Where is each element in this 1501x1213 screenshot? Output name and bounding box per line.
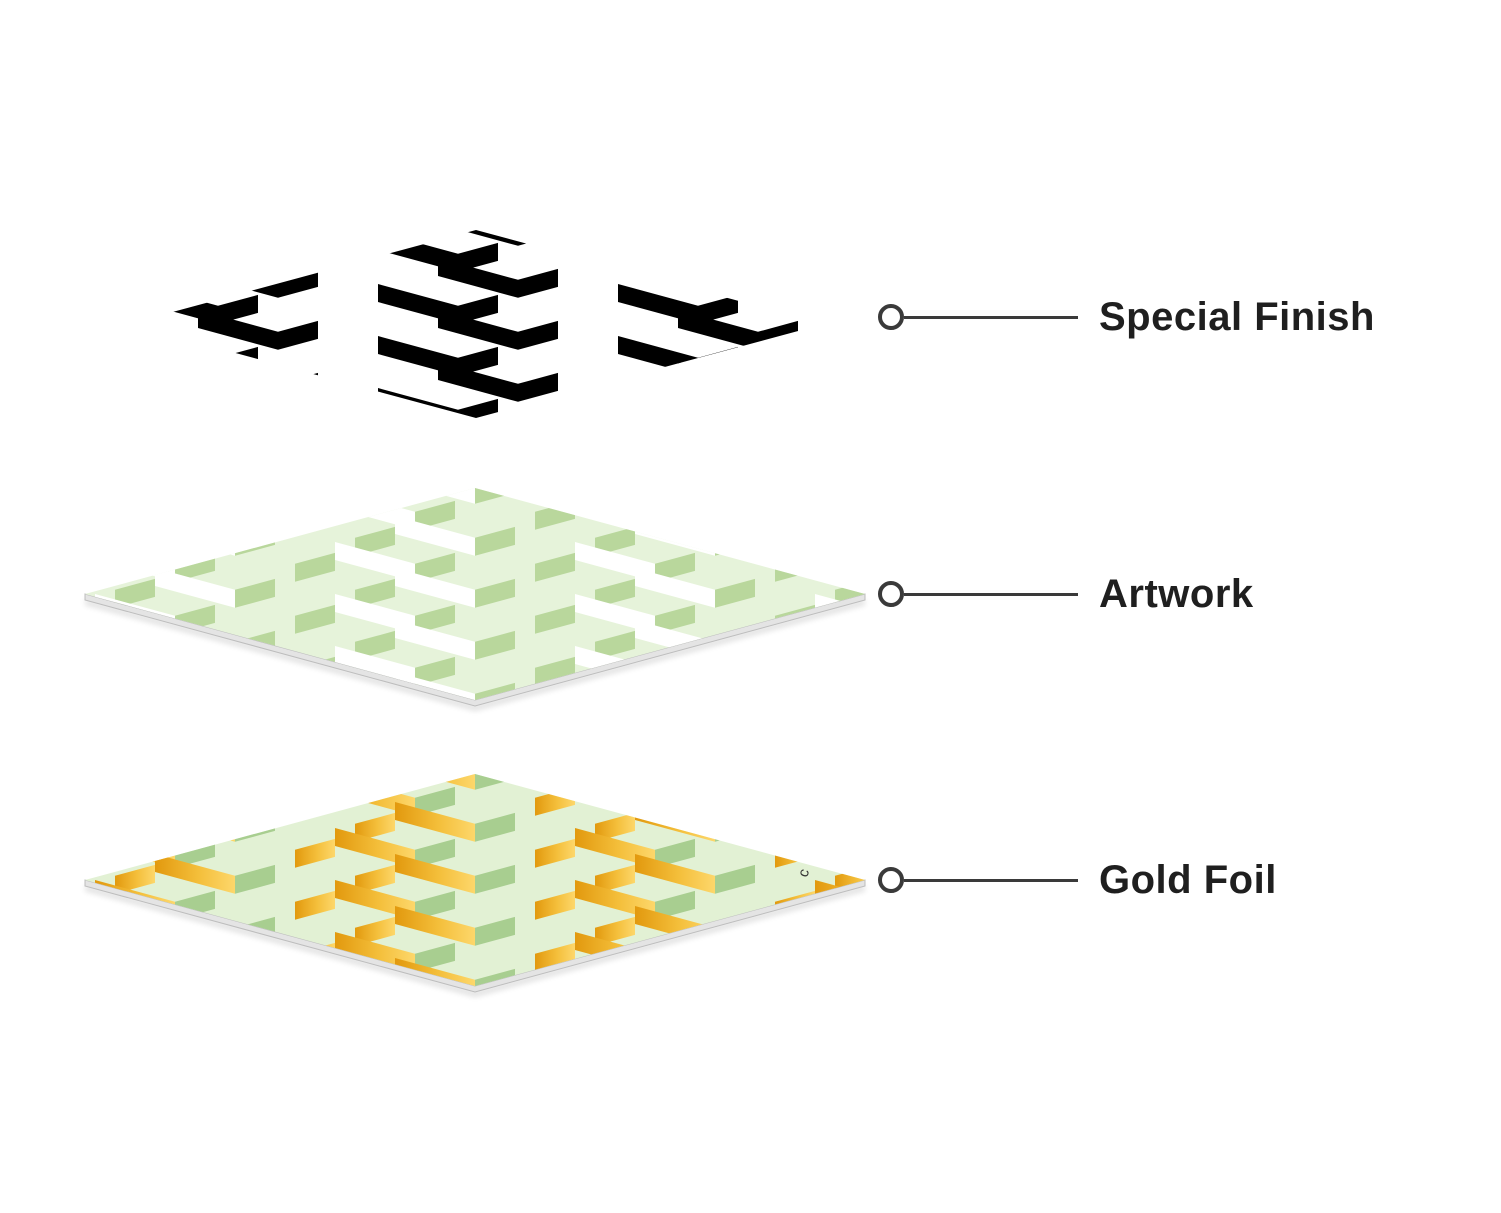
- special-finish-layer: [138, 230, 798, 418]
- label-row-gold-foil: Gold Foil: [878, 858, 1277, 902]
- layer-label-special-finish: Special Finish: [1099, 295, 1375, 339]
- layer-label-artwork: Artwork: [1099, 572, 1254, 616]
- artwork-layer: [84, 488, 866, 711]
- connector-line: [904, 592, 1078, 596]
- connector-dot: [878, 867, 904, 893]
- connector-line: [904, 315, 1078, 319]
- connector-dot: [878, 581, 904, 607]
- connector-line: [904, 878, 1078, 882]
- label-row-special-finish: Special Finish: [878, 295, 1375, 339]
- label-row-artwork: Artwork: [878, 572, 1254, 616]
- layer-label-gold-foil: Gold Foil: [1099, 858, 1277, 902]
- gold-foil-layer: c: [84, 774, 866, 997]
- connector-dot: [878, 304, 904, 330]
